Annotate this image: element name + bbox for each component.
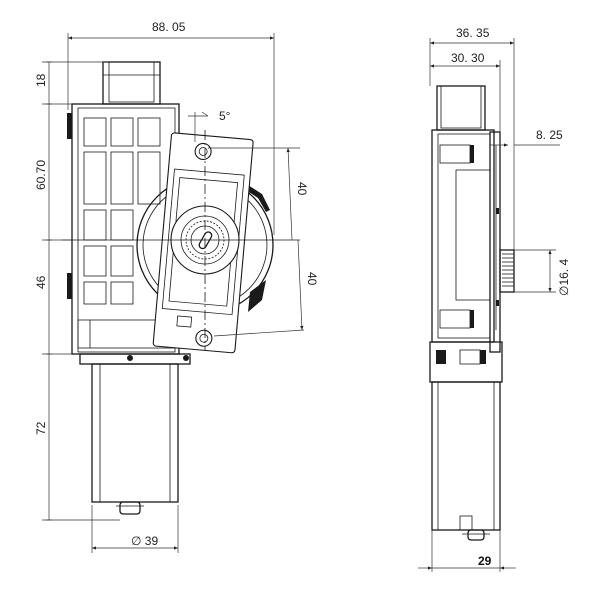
- front-dimensions: 88. 05 18 60.70 46 72 5° 40 40 ∅ 39: [34, 20, 319, 553]
- dim-gear-offset: 8. 25: [536, 128, 563, 142]
- dim-height-top: 18: [34, 73, 48, 87]
- dim-hole-upper: 40: [295, 182, 309, 196]
- dim-width: 88. 05: [152, 20, 186, 34]
- dim-overall-width: 36. 35: [456, 26, 490, 40]
- dim-body-width: 30. 30: [451, 51, 485, 65]
- dim-motor-length: 72: [34, 421, 48, 435]
- dim-hole-lower: 40: [305, 272, 319, 286]
- front-view: [62, 61, 300, 515]
- motor-body: [79, 353, 191, 515]
- dim-angle: 5°: [219, 109, 231, 123]
- side-housing: [431, 129, 501, 353]
- dim-height-low: 46: [34, 275, 48, 289]
- dim-height-mid: 60.70: [34, 160, 48, 190]
- dim-motor-diameter: ∅ 39: [131, 534, 158, 548]
- dim-gear-diameter: ∅16. 4: [557, 259, 571, 296]
- side-view: [429, 85, 515, 541]
- side-dimensions: 36. 35 30. 30 8. 25 ∅16. 4 29: [418, 26, 571, 572]
- side-spline: [499, 249, 515, 293]
- housing-ribs: [83, 117, 161, 305]
- connector-block: [102, 61, 161, 105]
- dim-motor-width: 29: [478, 554, 492, 568]
- side-connector: [436, 85, 486, 131]
- side-motor: [429, 341, 503, 541]
